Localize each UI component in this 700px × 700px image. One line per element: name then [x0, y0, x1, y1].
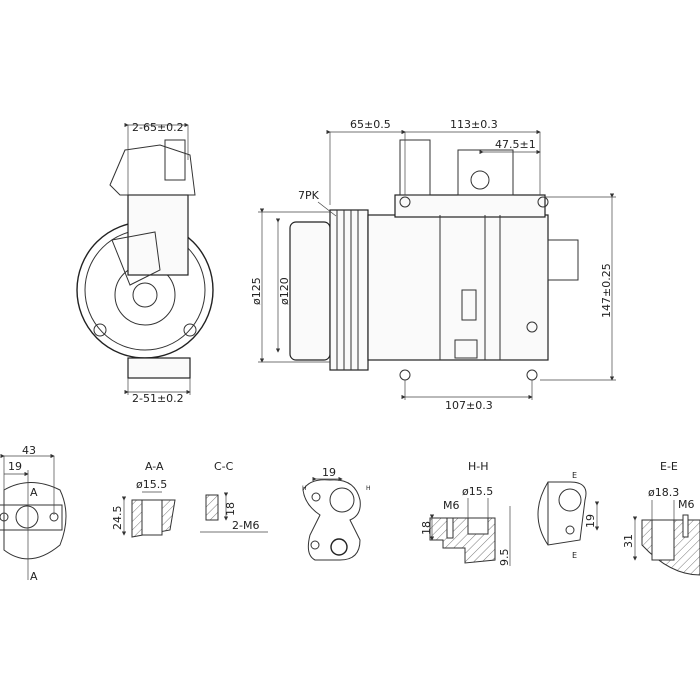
dim-113: 113±0.3	[450, 118, 498, 131]
section-a-marker-top: A	[30, 486, 38, 499]
section-a-a: A-A ø15.5 24.5	[111, 460, 176, 538]
aa-title: A-A	[145, 460, 164, 473]
pulley-label: 7PK	[298, 189, 320, 202]
port-width: 43	[22, 444, 36, 457]
hh-offset: 9.5	[498, 549, 511, 567]
height-147: 147±0.25	[600, 263, 613, 318]
section-a-marker-bottom: A	[30, 570, 38, 583]
dia-125: ø125	[250, 277, 263, 305]
port-offset: 19	[8, 460, 22, 473]
e-fitting-view: 19 E E	[537, 471, 600, 560]
ee-depth: 31	[622, 534, 635, 548]
h-marker-left: H	[302, 485, 307, 492]
hh-title: H-H	[468, 460, 489, 473]
section-c-c: C-C 18 2-M6	[200, 460, 268, 533]
cc-depth: 18	[224, 502, 237, 516]
e-marker-top: E	[572, 471, 577, 480]
side-top-dim: 2-65±0.2	[132, 121, 184, 134]
front-view: 65±0.5 113±0.3 47.5±1 7PK ø125 ø120 147±…	[250, 118, 616, 412]
side-view: 2-65±0.2 2-51±0.2	[76, 121, 214, 405]
dim-47-5: 47.5±1	[495, 138, 536, 151]
aa-depth: 24.5	[111, 506, 124, 531]
section-h-h: H-H M6 ø15.5 18 9.5	[420, 460, 511, 566]
h-marker-right: H	[366, 485, 371, 492]
dim-107: 107±0.3	[445, 399, 493, 412]
hh-thread: M6	[443, 499, 460, 512]
aa-dia: ø15.5	[136, 478, 167, 491]
e-marker-bottom: E	[572, 551, 577, 560]
ee-title: E-E	[660, 460, 678, 473]
dim-65: 65±0.5	[350, 118, 391, 131]
h-fitting-view: 19 H H	[302, 466, 371, 561]
section-e-e: E-E ø18.3 M6 31	[622, 460, 700, 576]
cc-title: C-C	[214, 460, 234, 473]
ee-thread: M6	[678, 498, 695, 511]
e-offset: 19	[584, 514, 597, 528]
ee-dia: ø18.3	[648, 486, 679, 499]
cc-thread: 2-M6	[232, 519, 259, 532]
hh-dia: ø15.5	[462, 485, 493, 498]
dia-120: ø120	[278, 277, 291, 305]
hh-depth: 18	[420, 521, 433, 535]
port-face-detail: 43 19 A A	[0, 444, 67, 583]
side-bottom-dim: 2-51±0.2	[132, 392, 184, 405]
h-offset: 19	[322, 466, 336, 479]
